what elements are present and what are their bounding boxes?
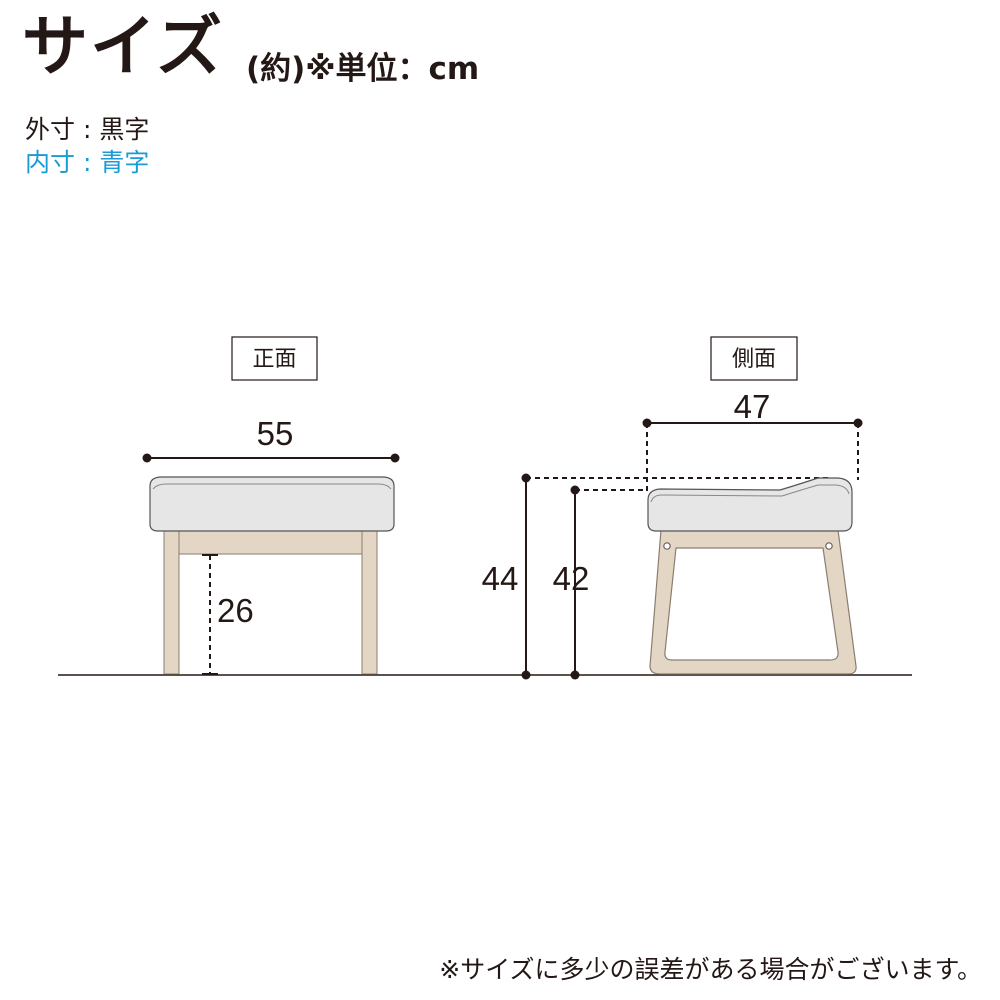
overall-height-end-bottom [521,670,531,680]
frame-bolt-right [825,542,833,550]
front-width-end-left [142,453,152,463]
front-view-label: 正面 [252,347,296,372]
front-width-end-right [390,453,400,463]
front-leg-left [163,528,180,675]
disclaimer-note: ※サイズに多少の誤差がある場合がございます。 [439,955,982,984]
front-width-value: 55 [257,415,294,452]
legend-outer-dimensions: 外寸 : 黒字 [25,115,150,144]
front-leg-right [361,528,378,675]
legend-inner-dimensions: 内寸 : 青字 [25,148,150,177]
overall-height-value: 44 [482,560,519,597]
front-apron [178,528,363,555]
leg-clearance-value: 26 [217,592,254,629]
front-view-label-box [231,336,318,381]
side-cushion [647,477,853,532]
front-cushion-seam [152,483,392,490]
side-frame [649,529,857,675]
unit-note: (約)※単位：cm [246,51,480,87]
front-cushion [149,476,395,532]
side-view-label: 側面 [732,347,776,372]
side-cushion-seam [650,484,850,503]
side-view-label-box [710,336,798,381]
seat-height-end-bottom [570,670,580,680]
front-view: 正面 55 26 [142,336,400,675]
frame-bolt-left [663,542,671,550]
depth-value: 47 [734,388,771,425]
page-title: サイズ [22,8,225,85]
side-view: 側面 47 44 42 [482,336,863,680]
seat-height-value: 42 [553,560,590,597]
